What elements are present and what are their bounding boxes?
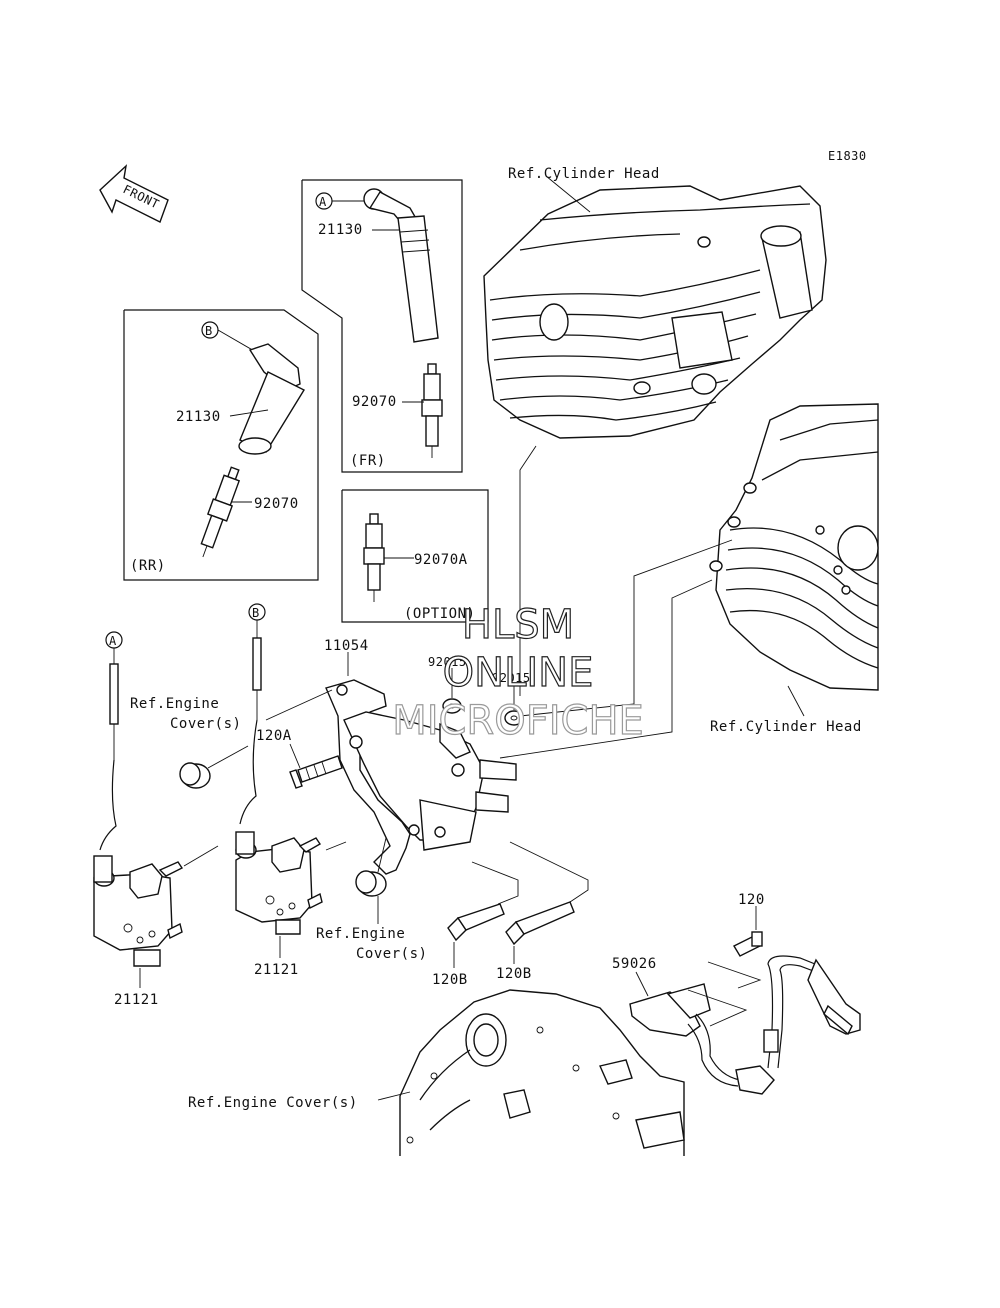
fr-group: A 21130 92070 (FR) [301,179,463,473]
option-group: 92070A (OPTION) [341,489,489,623]
washer-92015-1 [442,698,462,714]
rr-marker-label: B [205,324,213,338]
watermark: HLSM ONLINE MICROFICHE [392,601,645,744]
spark-plug-option [363,513,385,602]
ref-engine-cover-mid-line2: Cover(s) [356,946,427,962]
washer-92015-2 [504,710,524,726]
bolt-120 [733,931,763,957]
washer-2-part-number: 92015 [492,671,531,685]
sensor-part-number: 59026 [612,956,657,972]
ignition-coil-right [235,831,323,935]
rr-tag: (RR) [130,558,166,574]
cylinder-head-top [483,185,827,439]
plug-wire-b: B [239,603,266,825]
wire-a-marker-label: A [109,634,117,648]
option-plug-part-number: 92070A [414,552,468,568]
diagram-code: E1830 [828,149,867,163]
bolt-120a [289,755,343,789]
rr-cap-part-number: 21130 [176,409,221,425]
fr-plug-part-number: 92070 [352,394,397,410]
watermark-line1: HLSM [462,602,574,648]
sensor-59026 [629,955,861,1095]
coil-right-part-number: 21121 [254,962,299,978]
ref-engine-cover-bottom: Ref.Engine Cover(s) [188,1095,358,1111]
plug-cap-fr [363,188,439,343]
fr-cap-part-number: 21130 [318,222,363,238]
spark-plug-fr [421,363,443,458]
plug-wire-a: A [99,631,123,851]
fr-marker-label: A [319,195,327,209]
coil-left-part-number: 21121 [114,992,159,1008]
front-arrow-icon: FRONT [99,164,169,223]
bolt-120b-2 [505,901,575,946]
rr-plug-part-number: 92070 [254,496,299,512]
bracket-11054 [325,679,517,875]
rr-group: B 21130 92070 (RR) [123,309,319,581]
cylinder-head-right [709,403,879,691]
ref-engine-cover-left-line1: Ref.Engine [130,696,219,712]
grommet-mid [355,870,387,897]
option-tag: (OPTION) [404,606,475,622]
ref-cylinder-head-right: Ref.Cylinder Head [710,719,862,735]
grommet-left [179,762,211,789]
ignition-coil-left [93,855,184,967]
engine-cover-bottom [399,989,685,1156]
bolt-120b-1-part-number: 120B [432,972,468,988]
watermark-line2: ONLINE [443,650,594,696]
bolt-120b-2-part-number: 120B [496,966,532,982]
ref-engine-cover-left-line2: Cover(s) [170,716,241,732]
plug-cap-rr [238,343,305,455]
bracket-part-number: 11054 [324,638,369,654]
spark-plug-rr [200,466,241,558]
bolt-120-part-number: 120 [738,892,765,908]
fr-tag: (FR) [350,453,386,469]
watermark-line3: MICROFICHE [392,698,644,744]
ref-cylinder-head-top: Ref.Cylinder Head [508,166,660,182]
ref-engine-cover-mid-line1: Ref.Engine [316,926,405,942]
wire-b-marker-label: B [252,606,260,620]
bolt-120b-1 [447,903,505,942]
bolt-120a-part-number: 120A [256,728,292,744]
washer-1-part-number: 92015 [428,655,467,669]
